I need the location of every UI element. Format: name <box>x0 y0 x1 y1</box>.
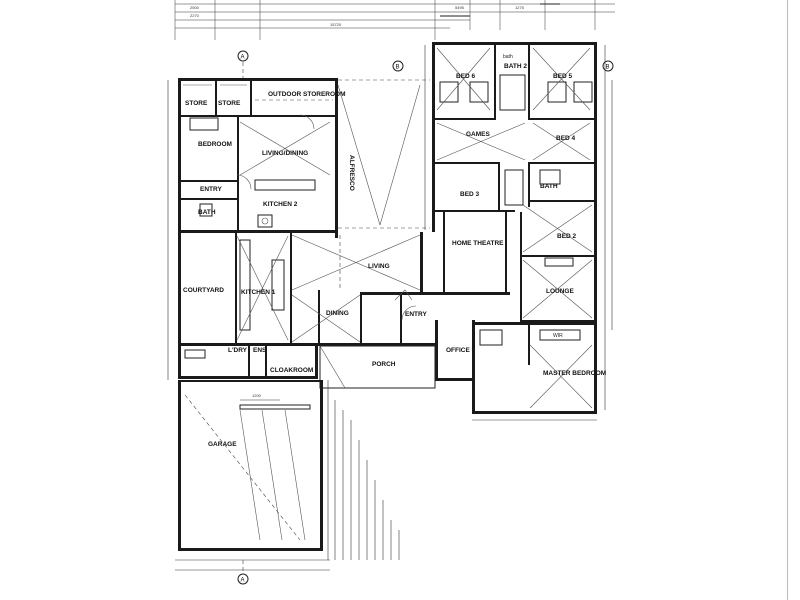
room-dining: DINING <box>326 310 349 317</box>
service-row-walls <box>178 346 318 379</box>
room-bed-2: BED 2 <box>557 233 577 240</box>
right-dimension-lines <box>167 45 613 410</box>
living-area <box>291 234 421 291</box>
dim-row-d: 1275 <box>515 5 525 10</box>
room-office: OFFICE <box>446 347 470 354</box>
room-living: LIVING <box>368 263 390 270</box>
room-entry-left: ENTRY <box>200 186 222 193</box>
dining-area <box>291 294 361 343</box>
central-walls <box>178 232 510 346</box>
room-kitchen-1: KITCHEN 1 <box>241 289 276 296</box>
room-porch: PORCH <box>372 361 396 368</box>
room-lounge: LOUNGE <box>546 288 574 295</box>
room-bed-4: BED 4 <box>556 135 576 142</box>
top-dimension-strip: 2500 2270 15720 5495 1275 <box>174 0 615 40</box>
page-edge-strip <box>787 0 800 600</box>
dim-row-b: 2270 <box>190 13 200 18</box>
room-garage: GARAGE <box>208 441 237 448</box>
garage-walls <box>178 380 323 551</box>
dim-overall-top: 15720 <box>330 22 342 27</box>
room-alfresco: ALFRESCO <box>348 155 355 191</box>
room-store-1: STORE <box>185 100 208 107</box>
room-living-dining: LIVING/DINING <box>262 150 308 157</box>
room-courtyard: COURTYARD <box>183 287 224 294</box>
alfresco-area <box>337 79 430 229</box>
room-home-theatre: HOME THEATRE <box>452 240 504 247</box>
axis-marker-b-right: B <box>602 60 614 72</box>
svg-text:B: B <box>606 65 610 71</box>
room-bed-5: BED 5 <box>553 73 573 80</box>
svg-text:A: A <box>241 578 245 584</box>
svg-text:B: B <box>396 65 400 71</box>
kitchen-1-fixtures <box>236 235 289 341</box>
axis-marker-a-bottom: A <box>237 560 249 585</box>
porch-entry-office-walls <box>319 295 475 389</box>
dim-row-c: 5495 <box>455 5 465 10</box>
room-ens: ENS <box>253 347 267 354</box>
label-bath-small: bath <box>503 54 513 60</box>
room-store-2: STORE <box>218 100 241 107</box>
room-l-dry: L'DRY <box>228 347 248 354</box>
left-wing-walls <box>178 78 338 238</box>
room-games: GAMES <box>466 131 491 138</box>
room-bedroom: BEDROOM <box>198 141 232 148</box>
room-outdoor-storeroom: OUTDOOR STOREROOM <box>268 91 346 98</box>
dim-garage-width: 1200 <box>252 393 262 398</box>
axis-marker-a-top: A <box>237 50 249 80</box>
dim-row-a: 2500 <box>190 5 200 10</box>
right-wing-walls <box>432 42 597 323</box>
room-kitchen-2: KITCHEN 2 <box>263 201 298 208</box>
axis-marker-b-left: B <box>392 60 404 72</box>
garage-dimension-ticks <box>175 380 400 571</box>
label-wir: WIR <box>553 333 563 339</box>
room-bath-left: BATH <box>198 209 216 216</box>
room-entry-mid: ENTRY <box>405 311 427 318</box>
room-bed-6: BED 6 <box>456 73 476 80</box>
room-bath-2: BATH 2 <box>504 63 527 70</box>
room-master-bedroom: MASTER BEDROOM <box>543 370 606 377</box>
room-bath-right: BATH <box>540 183 558 190</box>
right-wing-fixtures <box>436 47 593 319</box>
room-bed-3: BED 3 <box>460 191 480 198</box>
room-cloakroom: CLOAKROOM <box>270 367 313 374</box>
master-suite-walls <box>472 322 597 421</box>
svg-text:A: A <box>241 55 245 61</box>
left-wing-fixtures <box>189 114 331 228</box>
